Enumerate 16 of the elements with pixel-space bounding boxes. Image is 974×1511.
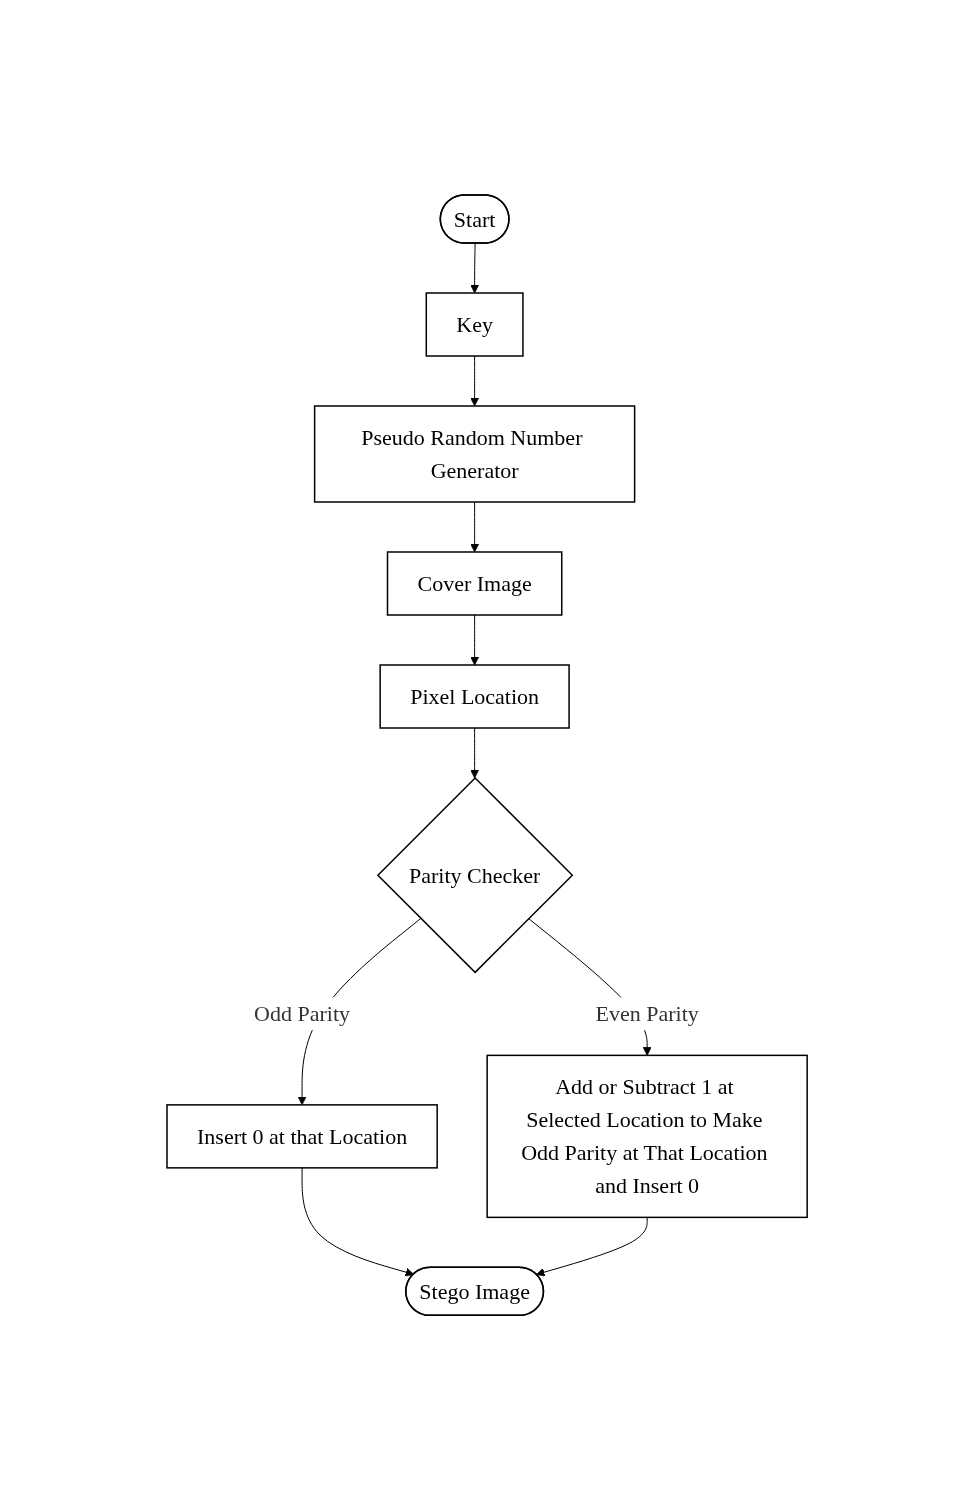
- node-box: Key: [425, 292, 524, 358]
- arrow: [301, 1167, 415, 1277]
- node-box: Insert 0 at that Location: [166, 1104, 438, 1169]
- edge-label: Even Parity: [595, 1001, 699, 1027]
- arrow: [535, 1217, 648, 1277]
- arrow: [470, 614, 479, 666]
- arrow: [470, 501, 479, 553]
- node-diamond: Parity Checker: [376, 777, 574, 974]
- arrow: [470, 243, 479, 294]
- node-box: Add or Subtract 1 at Selected Location to Make Odd Parity at That Location and Insert 0: [486, 1054, 808, 1219]
- arrow: [470, 727, 479, 779]
- edge-label: Odd Parity: [254, 1001, 350, 1027]
- node-box: Pixel Location: [379, 664, 570, 730]
- node-box: Cover Image: [386, 551, 563, 617]
- node-box: Pseudo Random Number Generator: [313, 405, 636, 504]
- arrow: [470, 355, 479, 407]
